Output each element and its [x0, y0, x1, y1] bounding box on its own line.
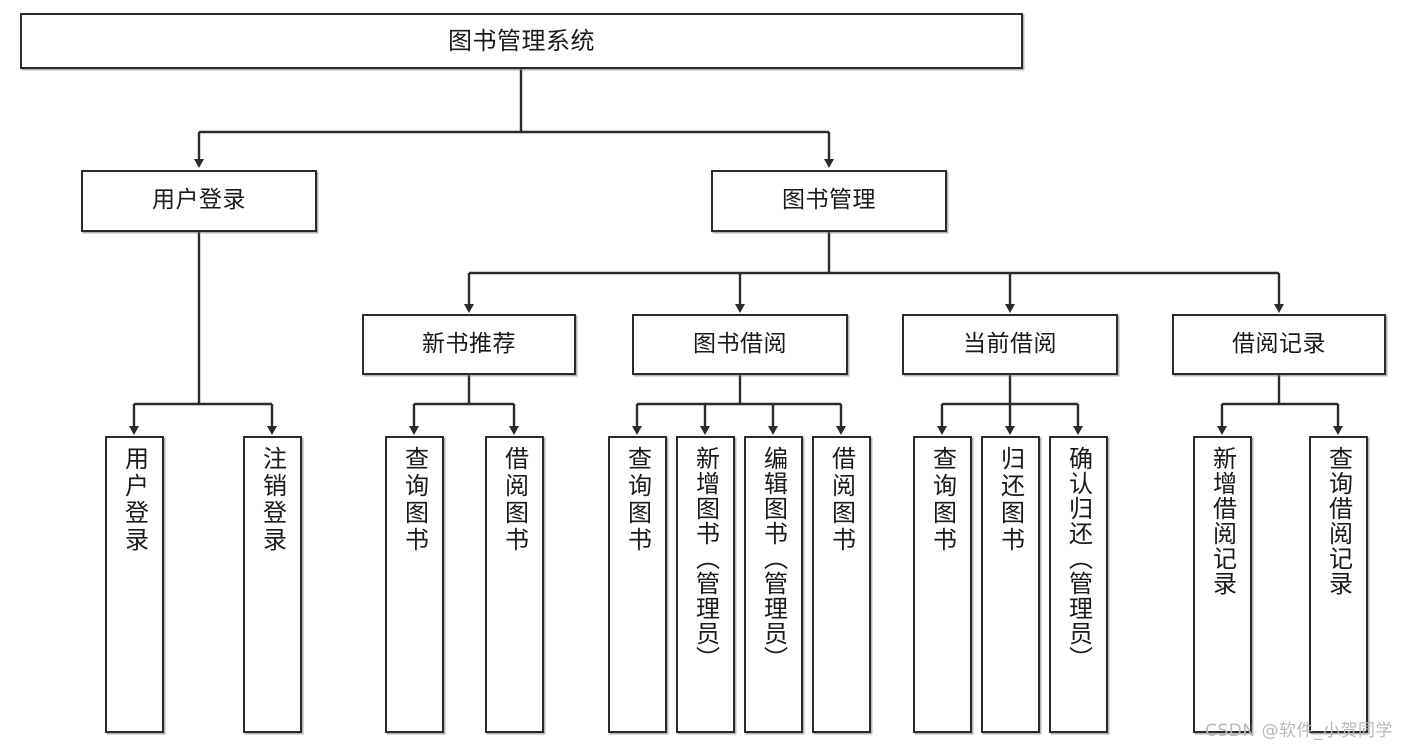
- node-book-borrow[interactable]: 图书借阅: [632, 314, 848, 375]
- node-label: 归还图书: [996, 446, 1025, 554]
- leaf-borrow-edit-book-admin[interactable]: 编辑图书（管理员）: [744, 436, 803, 733]
- node-label: 确认归还（管理员）: [1064, 446, 1093, 671]
- node-label: 图书管理: [782, 187, 876, 214]
- node-label: 查询图书: [400, 446, 429, 554]
- leaf-current-return-book[interactable]: 归还图书: [981, 436, 1040, 733]
- node-user-login[interactable]: 用户登录: [81, 170, 317, 232]
- node-label: 新增图书（管理员）: [691, 446, 720, 671]
- node-label: 查询借阅记录: [1324, 446, 1353, 596]
- node-label: 借阅记录: [1232, 330, 1326, 357]
- node-label: 新增借阅记录: [1208, 446, 1237, 596]
- leaf-recommend-borrow-book[interactable]: 借阅图书: [485, 436, 544, 733]
- leaf-record-query-record[interactable]: 查询借阅记录: [1309, 436, 1368, 733]
- node-label: 当前借阅: [963, 330, 1057, 357]
- node-label: 借阅图书: [827, 446, 856, 554]
- node-label: 图书管理系统: [448, 26, 595, 55]
- node-label: 查询图书: [623, 446, 652, 554]
- leaf-current-confirm-return-admin[interactable]: 确认归还（管理员）: [1049, 436, 1108, 733]
- node-root-system[interactable]: 图书管理系统: [20, 13, 1023, 69]
- leaf-borrow-borrow-book[interactable]: 借阅图书: [812, 436, 871, 733]
- node-book-management[interactable]: 图书管理: [711, 170, 947, 232]
- leaf-current-query-book[interactable]: 查询图书: [913, 436, 972, 733]
- node-new-book-recommend[interactable]: 新书推荐: [362, 314, 576, 375]
- leaf-recommend-query-book[interactable]: 查询图书: [385, 436, 444, 733]
- node-label: 注销登录: [258, 446, 287, 554]
- node-label: 用户登录: [152, 187, 246, 214]
- leaf-borrow-add-book-admin[interactable]: 新增图书（管理员）: [676, 436, 735, 733]
- node-label: 图书借阅: [693, 330, 787, 357]
- leaf-user-login-signin[interactable]: 用户登录: [105, 436, 164, 733]
- leaf-borrow-query-book[interactable]: 查询图书: [608, 436, 667, 733]
- node-borrow-record[interactable]: 借阅记录: [1172, 314, 1386, 375]
- node-current-borrow[interactable]: 当前借阅: [902, 314, 1118, 375]
- leaf-user-login-signout[interactable]: 注销登录: [243, 436, 302, 733]
- node-label: 查询图书: [928, 446, 957, 554]
- node-label: 新书推荐: [422, 330, 516, 357]
- node-label: 编辑图书（管理员）: [759, 446, 788, 671]
- watermark-text: CSDN @软件_小贺同学: [1205, 721, 1393, 741]
- node-label: 借阅图书: [500, 446, 529, 554]
- leaf-record-add-record[interactable]: 新增借阅记录: [1193, 436, 1252, 733]
- node-label: 用户登录: [120, 446, 149, 554]
